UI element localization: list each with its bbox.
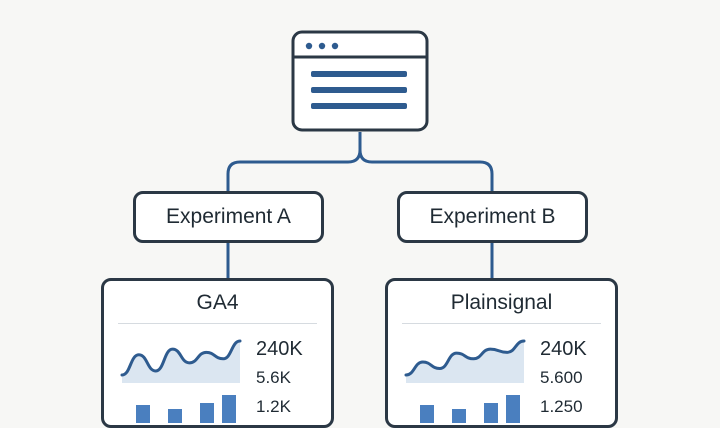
trend-area (406, 341, 524, 383)
plainsignal-stat-tertiary: 1.250 (540, 397, 583, 416)
experiment-a-node: Experiment A (133, 191, 324, 243)
card-divider (118, 323, 317, 324)
connector-root-to-branch (226, 132, 362, 191)
trend-line (404, 339, 526, 377)
plainsignal-stat-secondary: 5.600 (540, 368, 583, 387)
ga4-card: GA4 240K 5.6K 1.2K (101, 278, 334, 428)
mini-bar (136, 405, 150, 423)
mini-bar (200, 403, 214, 423)
browser-window-icon (291, 30, 429, 132)
experiment-b-label: Experiment B (429, 205, 556, 228)
ga4-stat-secondary: 5.6K (256, 368, 291, 387)
mini-bar (222, 395, 236, 423)
ga4-stat-primary: 240K (256, 338, 303, 360)
ga4-mini-chart (120, 339, 242, 423)
mini-bar (168, 409, 182, 423)
plainsignal-stat-primary: 240K (540, 338, 587, 360)
trend-line (120, 339, 242, 377)
plainsignal-mini-chart (404, 339, 526, 423)
mini-bar (484, 403, 498, 423)
connectors (226, 132, 494, 278)
mini-bar (506, 395, 520, 423)
experiment-b-node: Experiment B (397, 191, 588, 243)
connector-branch-to-b (358, 149, 494, 191)
experiment-a-label: Experiment A (166, 205, 291, 228)
card-title-plainsignal: Plainsignal (450, 291, 553, 314)
mini-bar (420, 405, 434, 423)
mini-bar (452, 409, 466, 423)
card-title-ga4: GA4 (196, 291, 239, 314)
diagram-canvas (226, 30, 494, 278)
card-divider (402, 323, 601, 324)
ga4-stat-tertiary: 1.2K (256, 397, 291, 416)
plainsignal-card: Plainsignal 240K 5.600 1.250 (385, 278, 618, 428)
trend-area (122, 341, 240, 383)
